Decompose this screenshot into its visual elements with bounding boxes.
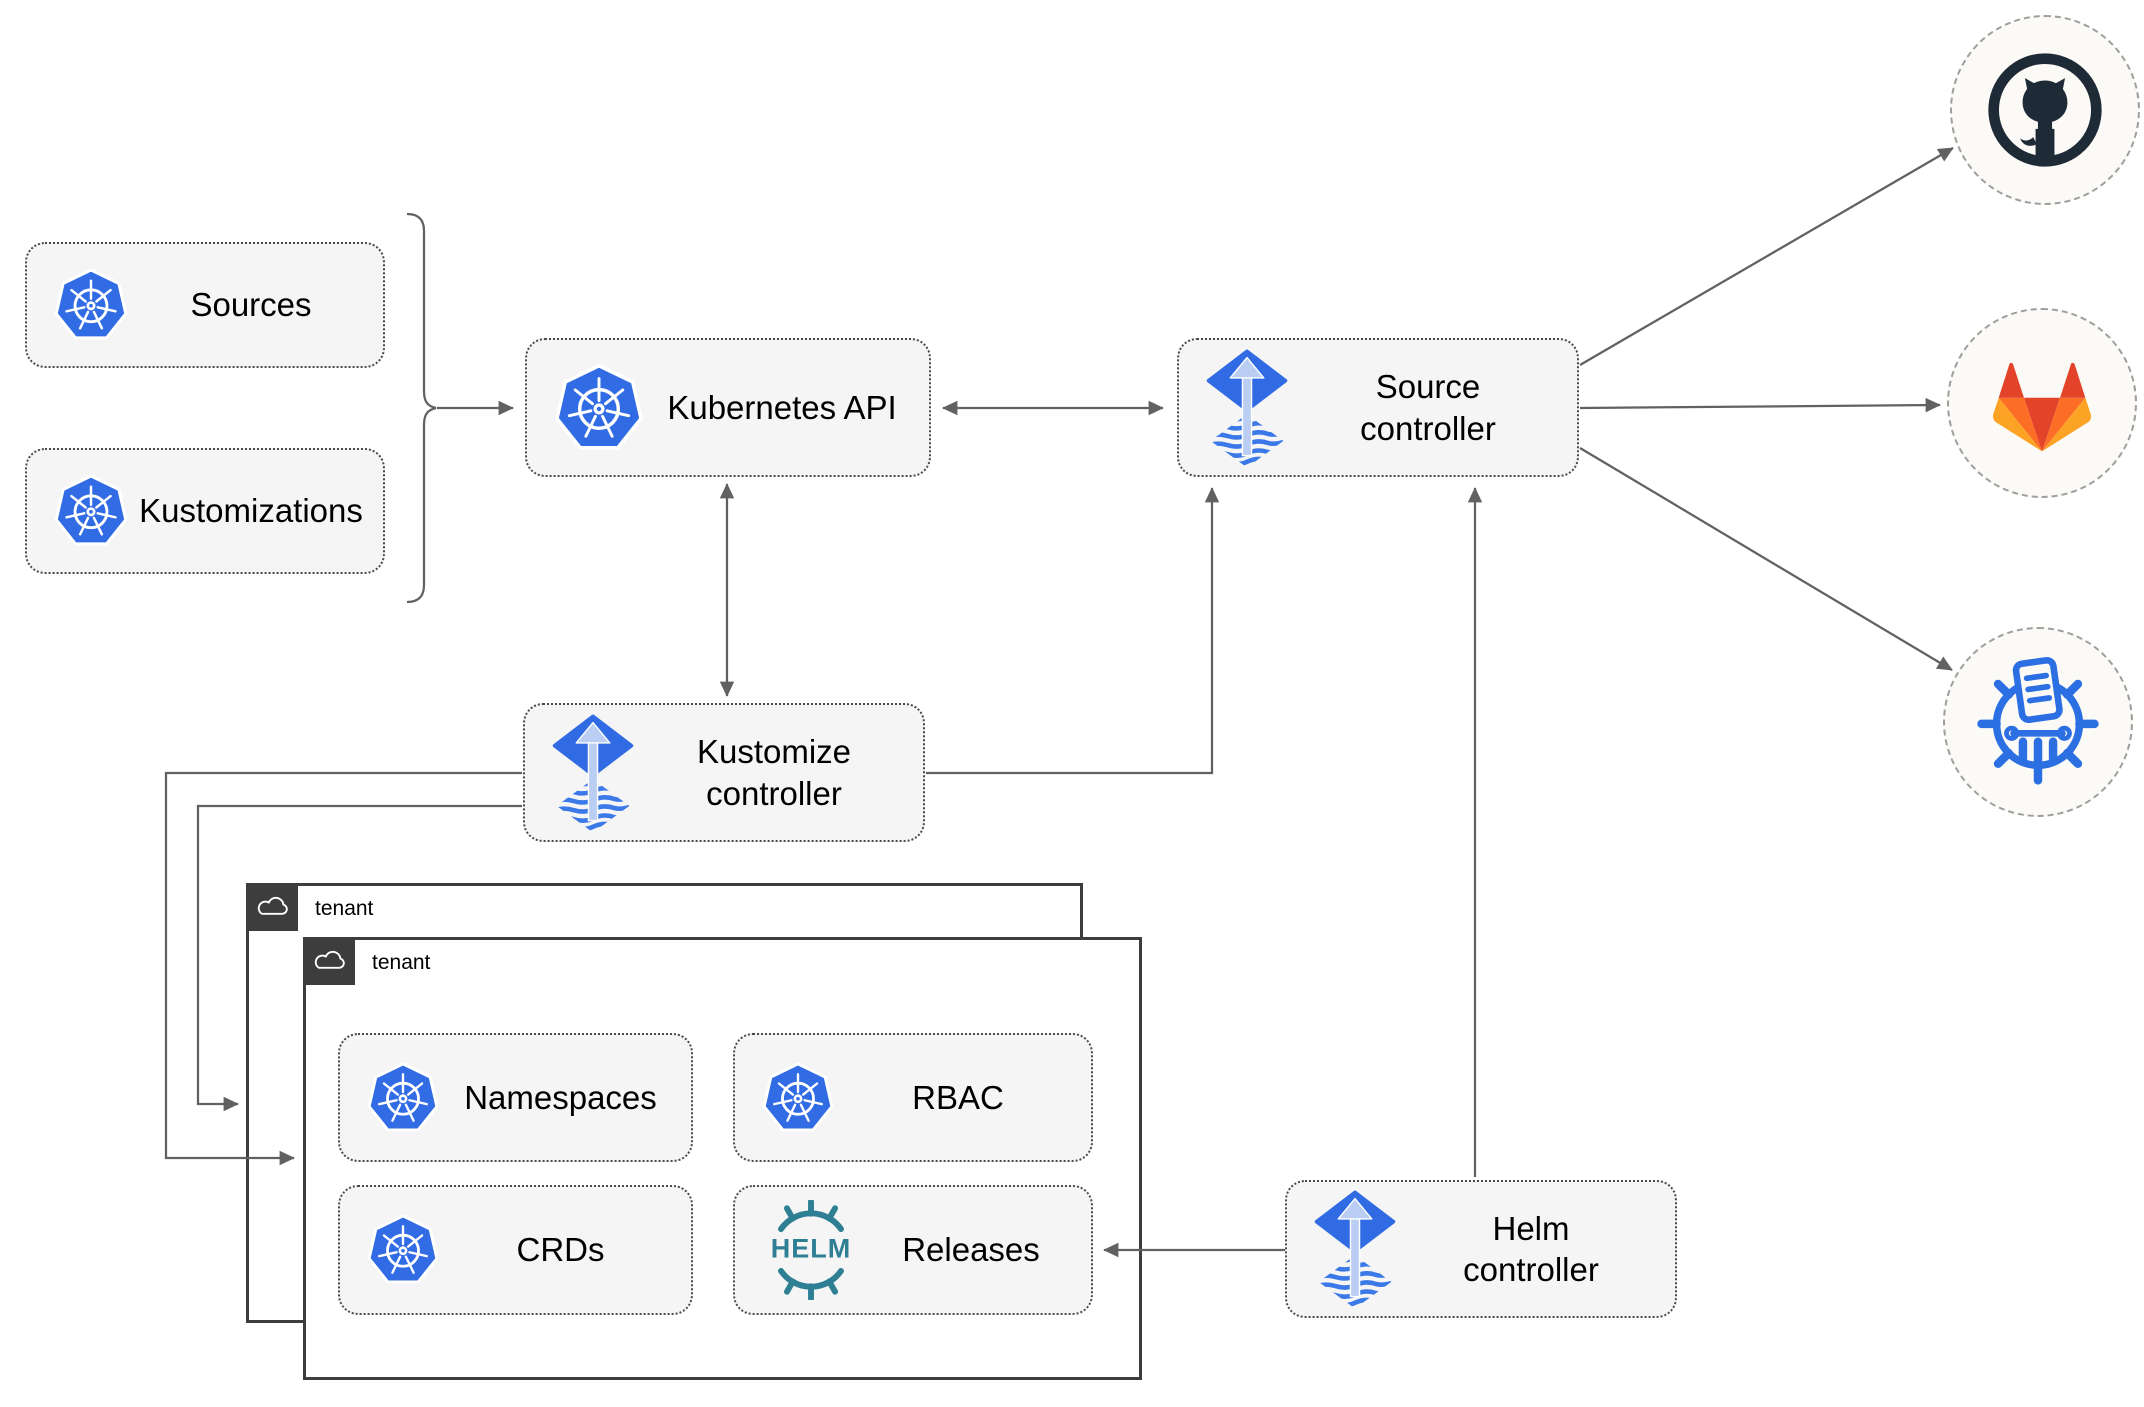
node-label: Kustomizations — [139, 492, 363, 530]
endpoint-gitlab[interactable] — [1947, 308, 2137, 498]
node-kustomizations[interactable]: Kustomizations — [25, 448, 385, 574]
node-source-controller[interactable]: Source controller — [1177, 338, 1579, 477]
edge-source-to-registry — [1579, 447, 1953, 671]
edge-kustomize-to-source — [926, 487, 1220, 775]
endpoint-manifest-registry[interactable] — [1943, 627, 2133, 817]
endpoint-github[interactable] — [1950, 15, 2140, 205]
node-helm-controller[interactable]: Helm controller — [1285, 1180, 1677, 1318]
flux-icon — [551, 714, 635, 832]
helm-icon: HELM — [761, 1200, 861, 1300]
edge-source-to-github — [1579, 147, 1954, 366]
node-releases[interactable]: HELM Releases — [733, 1185, 1093, 1315]
tenant-label: tenant — [315, 897, 374, 920]
kubernetes-icon — [366, 1061, 440, 1135]
gitlab-icon — [1985, 351, 2099, 456]
node-label: RBAC — [912, 1078, 1004, 1116]
node-label: Releases — [902, 1231, 1040, 1269]
node-label: Helm controller — [1463, 1209, 1599, 1288]
node-label: Kubernetes API — [667, 388, 897, 426]
node-kustomize-controller[interactable]: Kustomize controller — [523, 703, 925, 842]
node-sources[interactable]: Sources — [25, 242, 385, 368]
flux-icon — [1313, 1190, 1397, 1308]
cloud-tab — [246, 883, 298, 931]
flux-icon — [1205, 349, 1289, 467]
tenant-label: tenant — [372, 951, 431, 974]
cloud-tab — [303, 937, 355, 985]
manifest-registry-icon — [1974, 656, 2102, 788]
kubernetes-icon — [553, 362, 645, 454]
node-label: CRDs — [516, 1231, 605, 1269]
kubernetes-icon — [53, 267, 129, 343]
kubernetes-icon — [366, 1213, 440, 1287]
cloud-icon — [312, 950, 346, 972]
node-rbac[interactable]: RBAC — [733, 1033, 1093, 1162]
helm-icon-text: HELM — [770, 1233, 852, 1264]
node-crds[interactable]: CRDs — [338, 1185, 693, 1315]
node-label: Namespaces — [464, 1078, 657, 1116]
brace-sources-group — [406, 212, 437, 604]
github-icon — [1986, 51, 2104, 169]
node-label: Sources — [190, 286, 312, 324]
cloud-icon — [255, 896, 289, 918]
kubernetes-icon — [761, 1061, 835, 1135]
node-namespaces[interactable]: Namespaces — [338, 1033, 693, 1162]
kubernetes-icon — [53, 473, 129, 549]
node-label: Kustomize controller — [696, 733, 852, 812]
edge-source-to-gitlab — [1579, 397, 1941, 413]
node-kubernetes-api[interactable]: Kubernetes API — [525, 338, 931, 477]
node-label: Source controller — [1360, 368, 1496, 447]
